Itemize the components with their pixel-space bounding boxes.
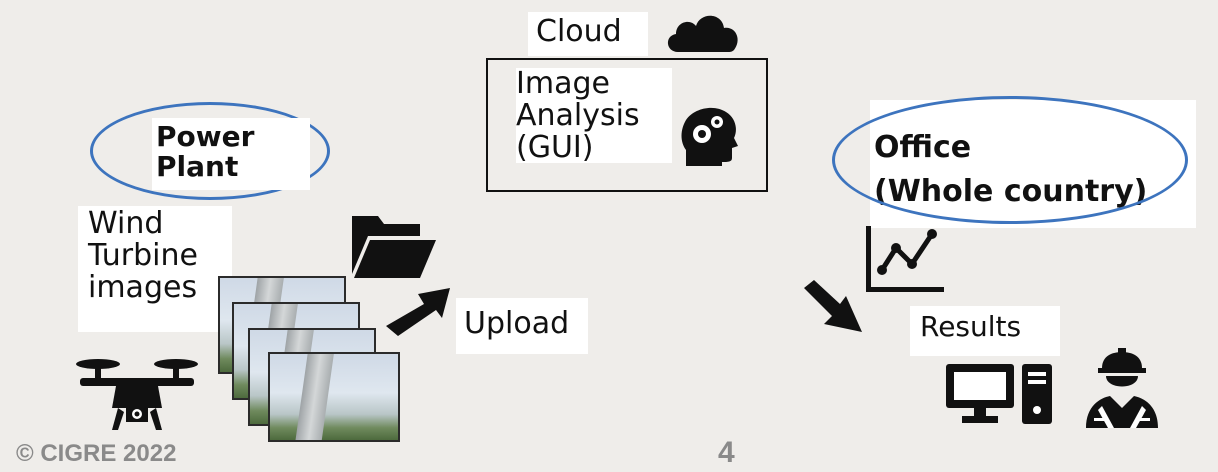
- page-number: 4: [718, 436, 735, 469]
- turbine-photo: [268, 352, 400, 442]
- image-analysis-line1: Image: [516, 68, 672, 100]
- wind-turbine-line2: Turbine: [88, 237, 198, 273]
- copyright-footer: © CIGRE 2022: [16, 440, 177, 467]
- upload-label: Upload: [456, 298, 588, 354]
- cloud-label: Cloud: [528, 12, 648, 56]
- image-analysis-label: Image Analysis (GUI): [510, 68, 672, 164]
- image-analysis-line2: Analysis: [516, 99, 672, 132]
- image-analysis-box: [486, 58, 768, 192]
- cloud-label-text: Cloud: [536, 14, 622, 49]
- wind-turbine-line1: Wind: [88, 206, 164, 241]
- upload-label-text: Upload: [464, 306, 570, 341]
- wind-turbine-label: Wind Turbine images: [78, 206, 232, 332]
- chart-icon: [866, 226, 944, 292]
- worker-icon: [1086, 348, 1158, 428]
- power-plant-ellipse: [90, 102, 330, 200]
- power-plant-line1: Power: [156, 120, 255, 153]
- wind-turbine-line3: images: [88, 269, 198, 305]
- arrow-up-right-icon: [386, 288, 450, 336]
- power-plant-label: Power Plant: [152, 118, 310, 190]
- cloud-icon: [667, 15, 738, 52]
- results-label-text: Results: [920, 310, 1022, 343]
- results-label: Results: [910, 306, 1060, 356]
- computer-icon: [946, 364, 1052, 424]
- drone-icon: [76, 359, 198, 430]
- power-plant-line2: Plant: [156, 149, 239, 183]
- image-analysis-line3: (GUI): [516, 131, 672, 164]
- brain-gears-icon: [681, 107, 738, 166]
- office-ellipse: [832, 96, 1188, 224]
- folder-open-icon: [352, 216, 436, 278]
- arrow-down-right-icon: [804, 280, 862, 332]
